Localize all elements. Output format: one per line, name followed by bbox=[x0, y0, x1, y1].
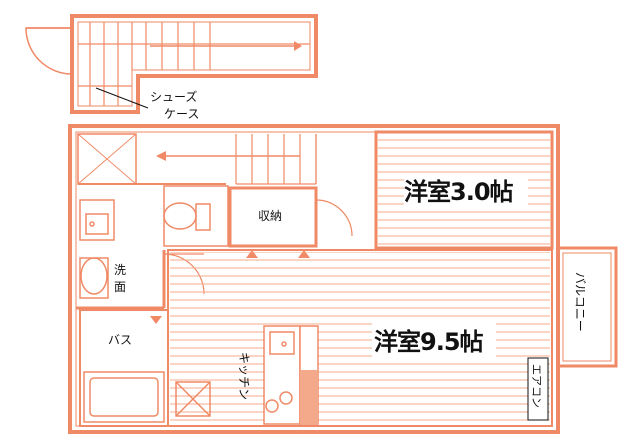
kitchen bbox=[175, 325, 319, 425]
balcony-label: バルコニー bbox=[573, 272, 587, 332]
balcony bbox=[556, 246, 618, 368]
aircon bbox=[527, 357, 549, 421]
kitchen-label: キッチン bbox=[237, 352, 251, 400]
storage bbox=[228, 186, 318, 258]
western-room-small-label: 洋室3.0帖 bbox=[404, 178, 514, 206]
upper-stair-area bbox=[25, 14, 318, 114]
bath-label: バス bbox=[108, 333, 132, 347]
shoe-case-leader bbox=[95, 87, 149, 109]
bath bbox=[79, 309, 169, 427]
washroom-label-1: 洗 bbox=[114, 263, 126, 277]
western-room-large bbox=[167, 249, 553, 427]
storage-label: 収納 bbox=[258, 209, 282, 223]
western-room-large-label: 洋室9.5帖 bbox=[374, 328, 484, 356]
shoe-case-label-2: ケース bbox=[164, 107, 199, 121]
washroom-label-2: 面 bbox=[114, 280, 126, 294]
hallway bbox=[77, 133, 317, 185]
western-room-small bbox=[374, 130, 554, 250]
shoe-case-label: シューズ bbox=[150, 89, 197, 104]
aircon-label: エアコン bbox=[530, 364, 543, 408]
